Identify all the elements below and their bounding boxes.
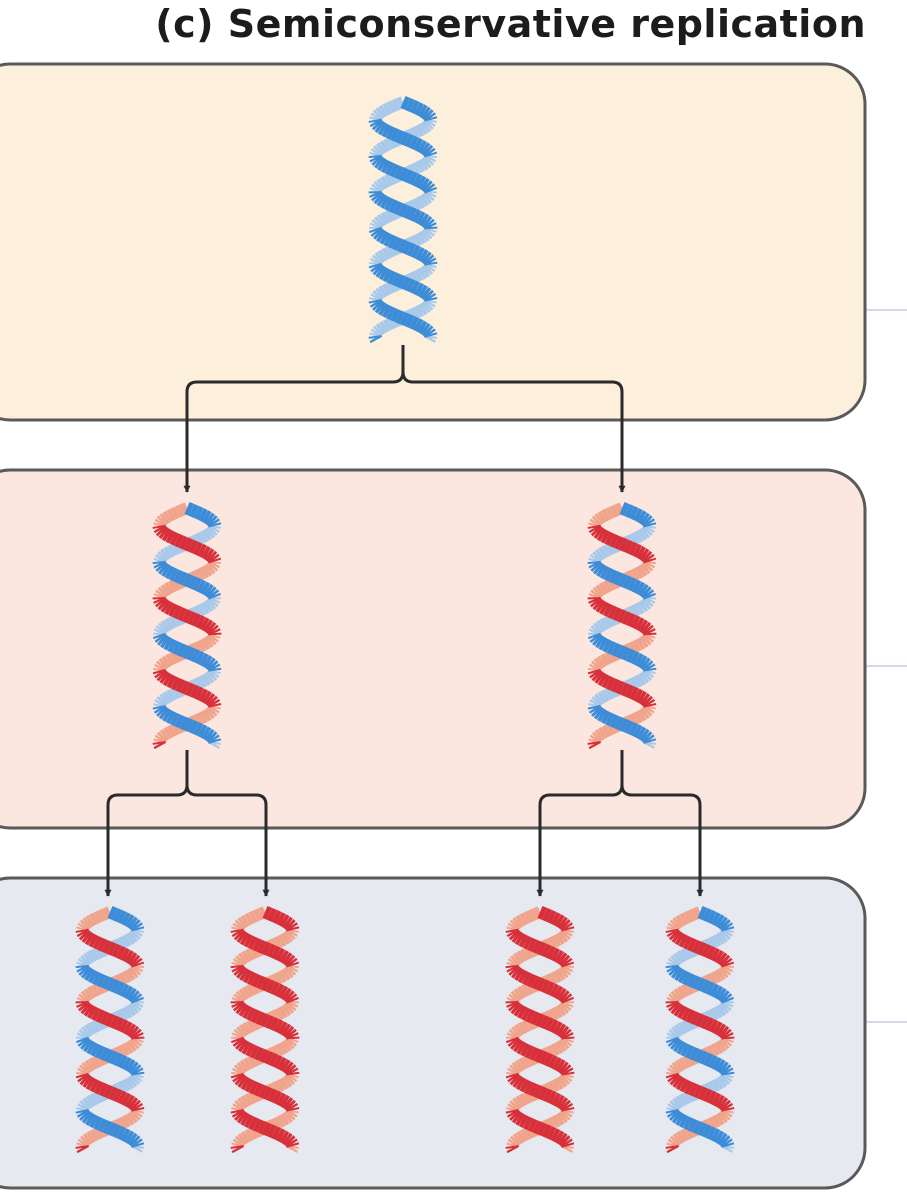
arrow-gen2b-to-gen3 <box>536 750 704 897</box>
dna-helix-gen3-2 <box>230 905 300 1154</box>
figure-title: (c) Semiconservative replication <box>155 2 866 46</box>
dna-helices <box>75 95 735 1154</box>
arrow-gen1-to-gen2 <box>183 345 626 493</box>
dna-helix-gen3-4 <box>665 905 735 1154</box>
replication-arrows <box>104 345 704 897</box>
arrow-gen2a-to-gen3 <box>104 750 270 897</box>
dna-helix-gen3-1 <box>75 905 145 1154</box>
dna-helix-gen3-3 <box>505 905 575 1154</box>
generation-panel-3 <box>0 876 867 1190</box>
dna-helix-gen2-1 <box>152 501 222 750</box>
generation-panels <box>0 62 867 1190</box>
dna-helix-gen1-1 <box>368 95 438 344</box>
generation-panel-2 <box>0 468 867 830</box>
dna-helix-gen2-2 <box>587 501 657 750</box>
generation-panel-1 <box>0 62 867 422</box>
